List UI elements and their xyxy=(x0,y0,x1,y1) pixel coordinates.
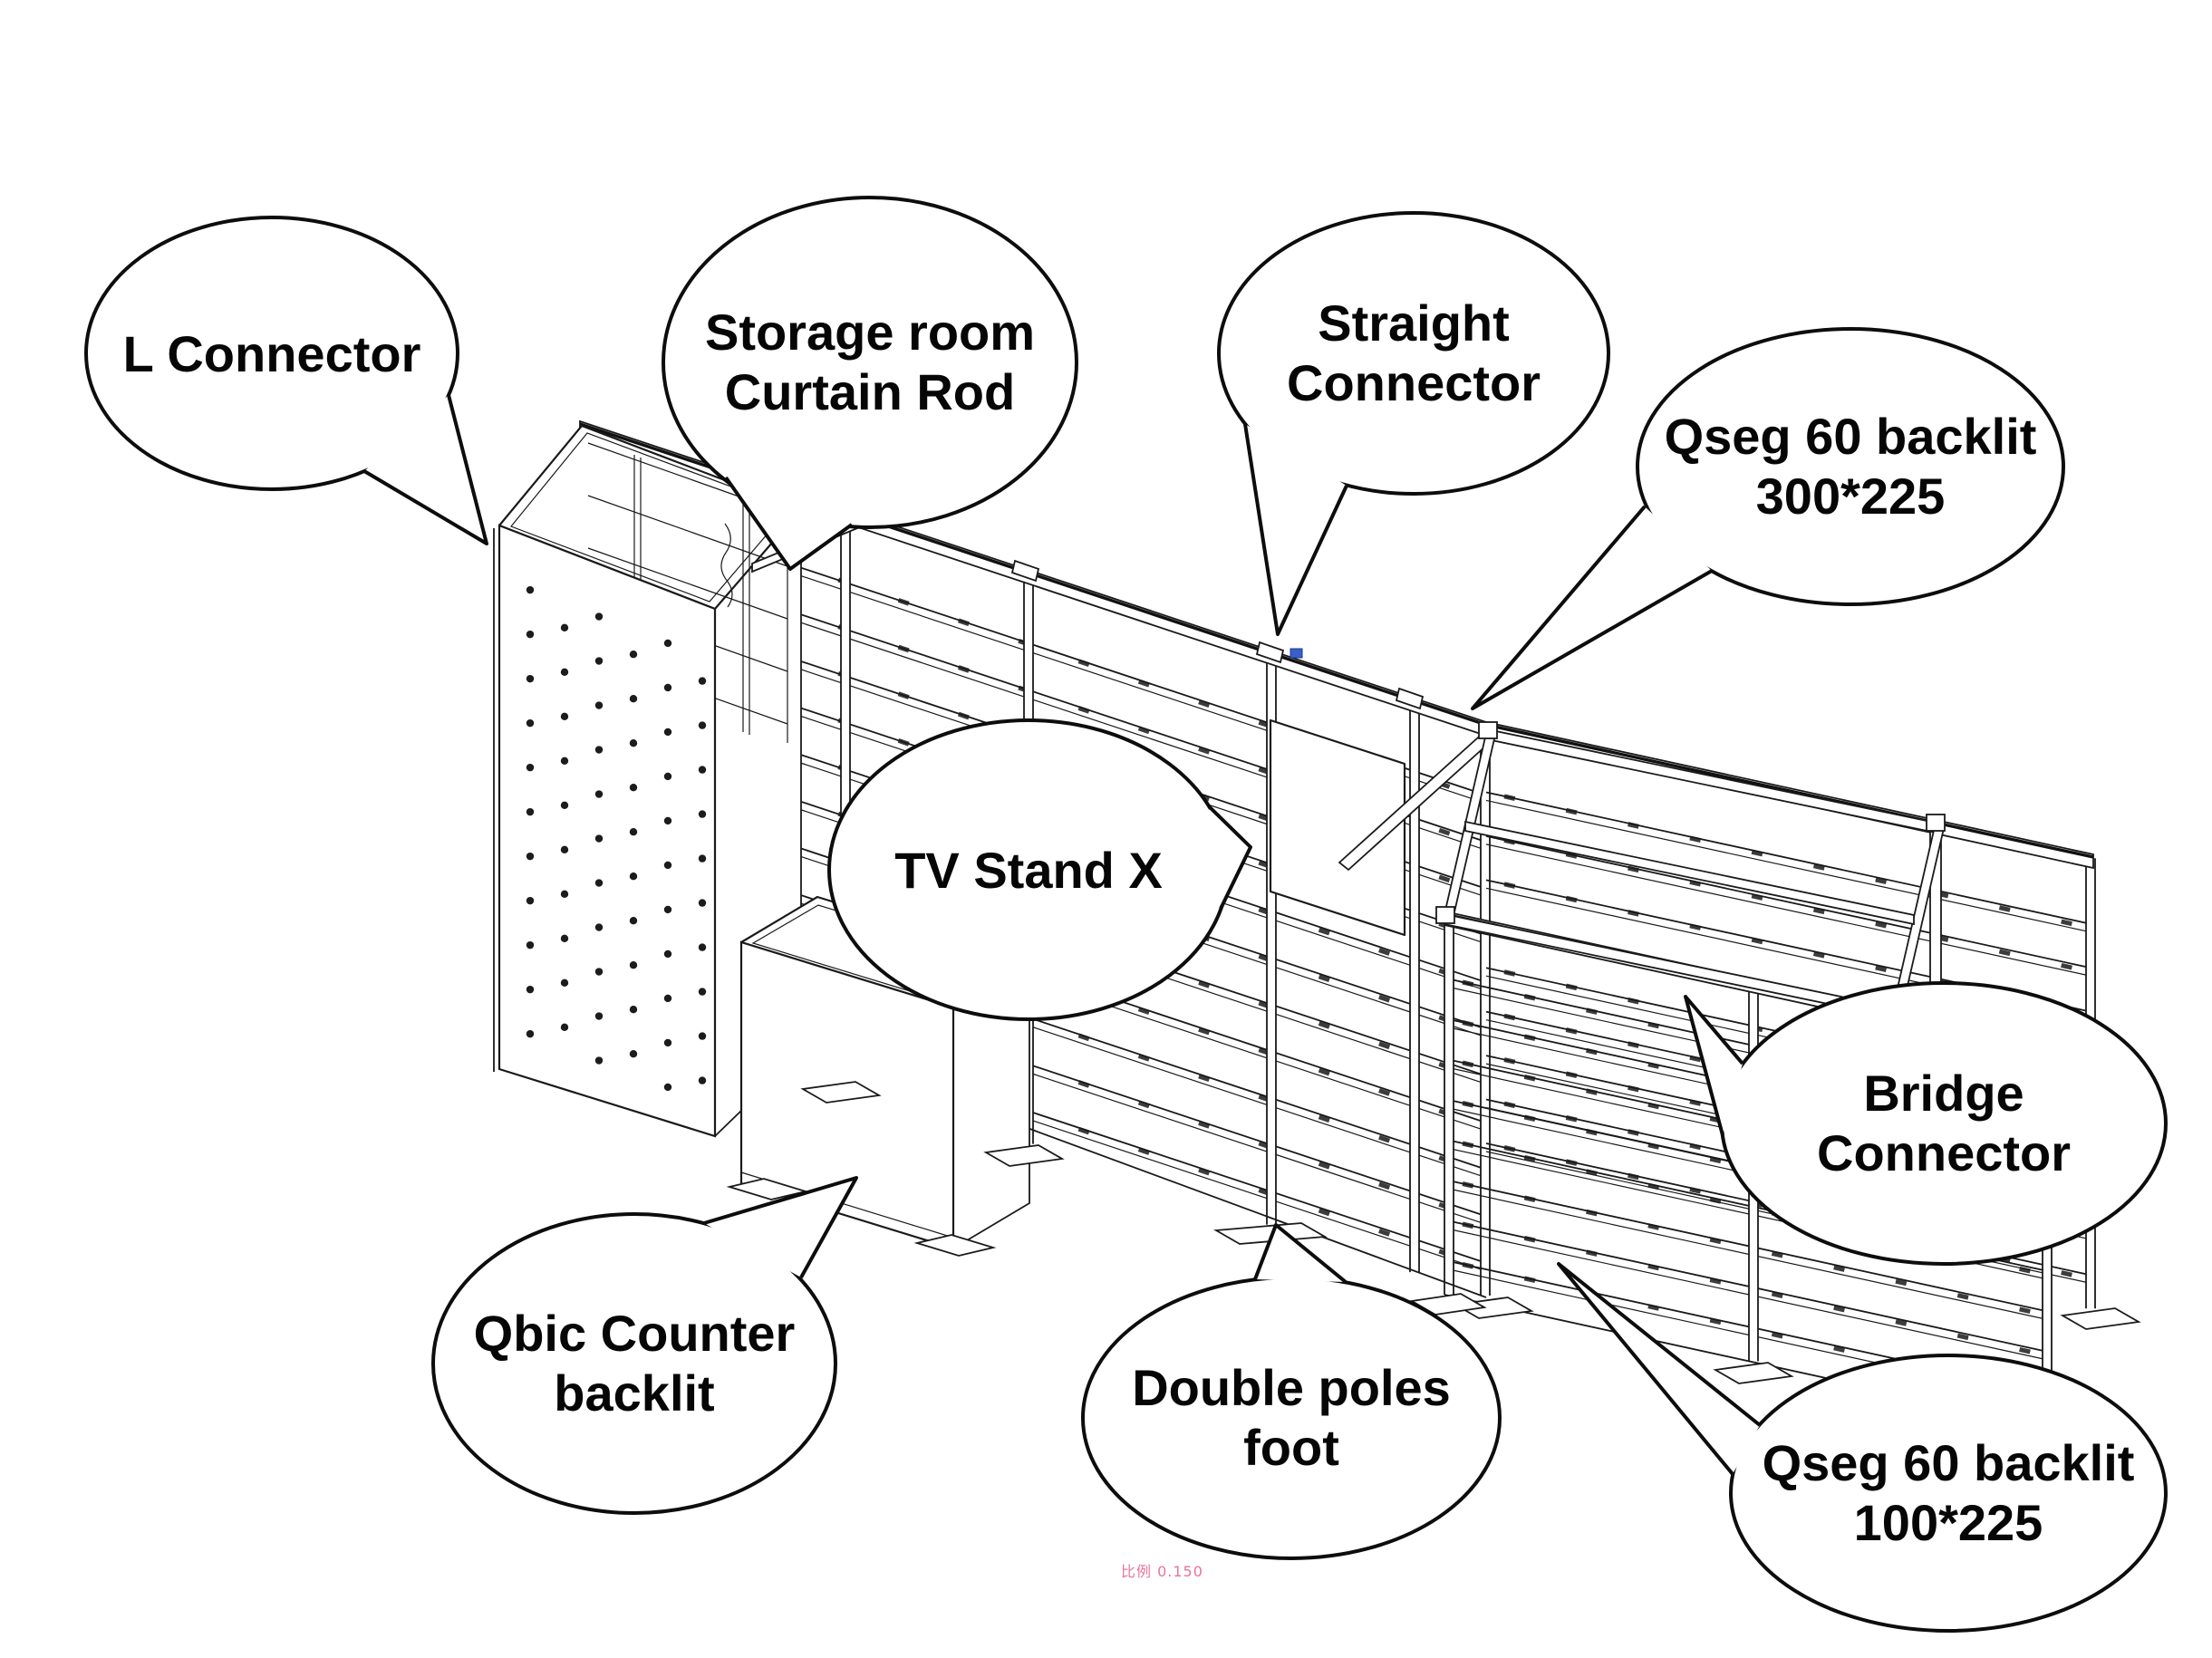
callout-qseg-60-backlit-100-225: Qseg 60 backlit 100*225 xyxy=(1557,1262,2168,1633)
callout-label: L Connector xyxy=(123,325,421,382)
foot-pad xyxy=(983,1144,1065,1167)
foot-pad xyxy=(1713,1362,1794,1384)
callout-straight-connector: Straight Connector xyxy=(1217,211,1610,636)
bridge-corner-block xyxy=(1926,814,1946,832)
counter-skid xyxy=(913,1234,997,1257)
callout-label: Qseg 60 backlit xyxy=(1665,408,2037,465)
callout-l-connector: L Connector xyxy=(84,216,488,545)
scale-note: 比例 0.150 xyxy=(1121,1563,1203,1580)
callout-label: 100*225 xyxy=(1854,1494,2043,1551)
foot-pad xyxy=(2060,1307,2141,1330)
callout-label: TV Stand X xyxy=(894,842,1163,899)
callout-label: Qseg 60 backlit xyxy=(1763,1434,2135,1491)
callout-label: backlit xyxy=(554,1364,714,1422)
callout-label: foot xyxy=(1243,1419,1339,1476)
foot-pad xyxy=(800,1081,882,1104)
curtain-squiggle xyxy=(720,523,733,608)
callout-qbic-counter-backlit: Qbic Counter backlit xyxy=(431,1176,858,1515)
callout-label: 300*225 xyxy=(1756,468,1946,525)
callout-storage-room-curtain-rod: Storage room Curtain Rod xyxy=(662,196,1078,571)
bridge-corner-block xyxy=(1478,721,1498,739)
blue-clip-connector xyxy=(1290,648,1303,659)
callout-label: Straight xyxy=(1318,294,1510,352)
storage-room-box xyxy=(493,424,803,1138)
foot-pad xyxy=(1213,1222,1328,1245)
callout-label: Storage room xyxy=(705,304,1035,361)
callout-tv-stand-x: TV Stand X xyxy=(827,718,1252,1021)
tv-panel xyxy=(1269,718,1406,937)
callout-label: Bridge xyxy=(1863,1065,2024,1122)
callout-label: Qbic Counter xyxy=(474,1305,796,1362)
callout-qseg-60-backlit-300-225: Qseg 60 backlit 300*225 xyxy=(1471,327,2065,710)
bridge-connector-block xyxy=(1435,906,1455,924)
callout-label: Connector xyxy=(1287,354,1541,411)
callout-bridge-connector: Bridge Connector xyxy=(1684,981,2168,1266)
callout-double-poles-foot: Double poles foot xyxy=(1081,1223,1502,1560)
canopy-frame xyxy=(1338,721,1946,1206)
callout-label: Connector xyxy=(1817,1124,2071,1181)
callout-label: Double poles xyxy=(1132,1359,1451,1416)
pegboard-dots xyxy=(526,585,707,1092)
callout-label: Curtain Rod xyxy=(725,363,1015,420)
